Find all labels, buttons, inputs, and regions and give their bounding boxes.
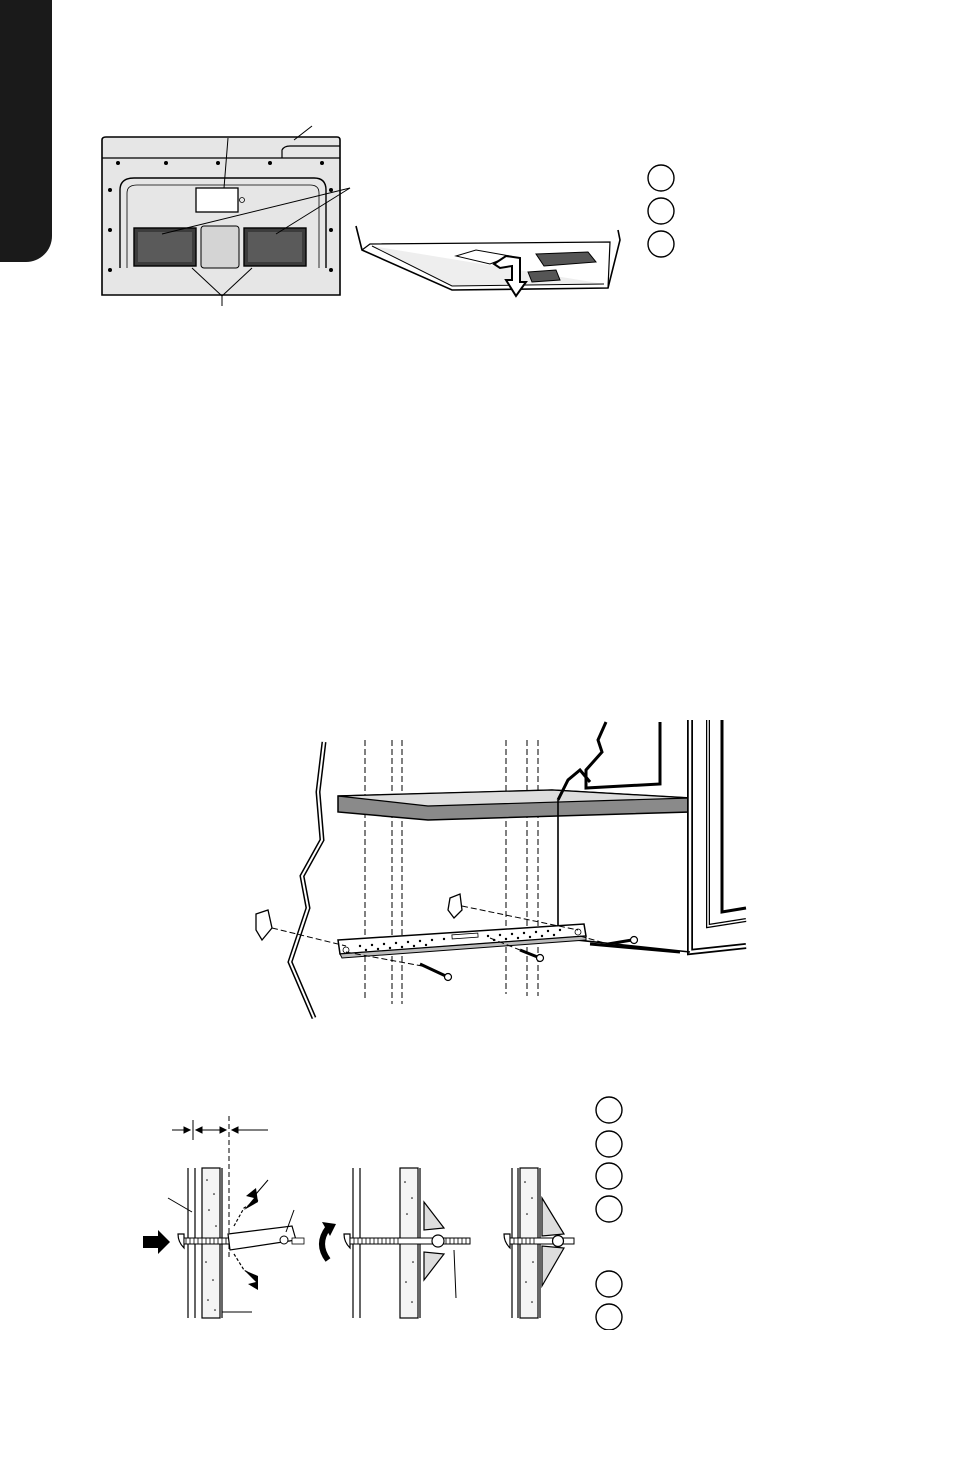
toggle-bolt-step-2 [343,1200,471,1282]
arrow-down-icon [492,254,528,298]
dimension-marker [172,1116,268,1258]
expand-arrow-icon [244,1188,258,1290]
toggle-bolt-figure [135,1090,635,1330]
upper-cabinet [337,720,747,956]
callout-markers [647,164,675,258]
wall-edge [287,741,327,1019]
microwave-underside-view [355,225,621,291]
toggle-bolt-icon [255,893,463,942]
mounting-plate-figure [240,718,760,1028]
rotate-arrow-icon [319,1222,336,1262]
wall-studs [364,740,539,1004]
leader-lines [167,1179,457,1313]
mounting-plate [337,923,587,959]
toggle-bolt-step-3 [503,1195,575,1289]
callout-markers [595,1096,623,1330]
filter-removal-figure [95,120,695,320]
screw-icon [419,935,639,982]
push-arrow-icon [143,1230,170,1254]
section-side-tab [0,0,52,262]
microwave-bottom-panel [101,125,351,306]
alignment-lines [271,905,609,967]
toggle-bolt-step-1 [177,1199,305,1277]
drywall-texture [205,1179,534,1311]
